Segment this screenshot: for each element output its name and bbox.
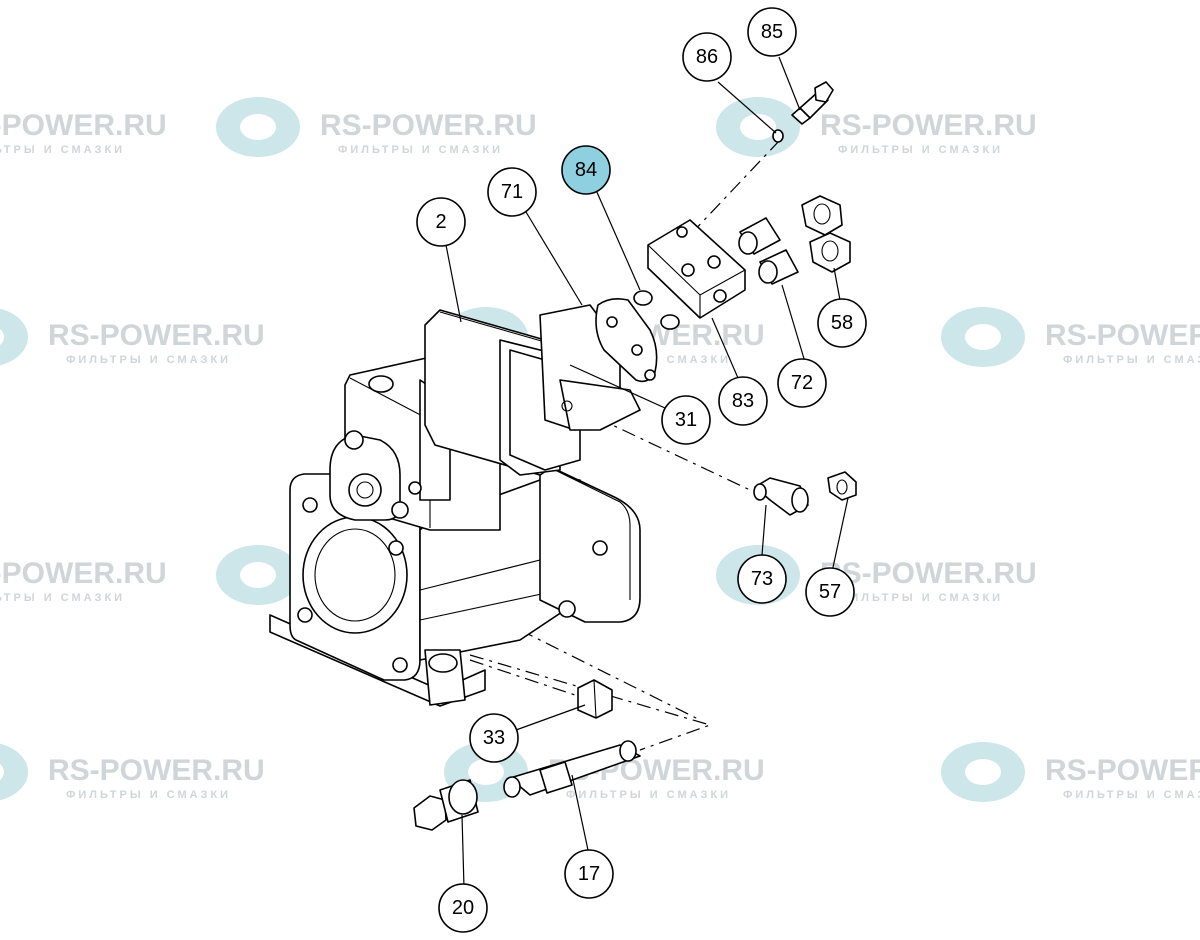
shaft-17-icon	[503, 740, 641, 798]
callout-label: 85	[761, 21, 783, 43]
callout-17[interactable]: 17	[564, 849, 614, 899]
pump-housing	[269, 298, 658, 707]
watermark-title: RS-POWER.RU	[48, 319, 265, 352]
watermark-title: RS-POWER.RU	[820, 557, 1037, 590]
callout-86[interactable]: 86	[682, 32, 732, 82]
o-ring-84-icon	[633, 290, 653, 306]
watermark-title: RS-POWER.RU	[320, 109, 537, 142]
watermark: RS-POWER.RU ФИЛЬТРЫ И СМАЗКИ	[716, 97, 1037, 157]
watermark-subtitle: ФИЛЬТРЫ И СМАЗКИ	[1063, 354, 1200, 366]
watermark: RS-POWER.RU ФИЛЬТРЫ И СМАЗКИ	[941, 742, 1200, 802]
watermark: RS-POWER.RU ФИЛЬТРЫ И СМАЗКИ	[0, 557, 167, 604]
callout-label: 17	[578, 863, 600, 885]
callout-label: 57	[819, 581, 841, 603]
watermark-logo-icon	[0, 743, 28, 801]
callout-label: 71	[501, 181, 523, 203]
small-parts	[413, 81, 857, 831]
watermark-subtitle: ФИЛЬТРЫ И СМАЗКИ	[66, 789, 231, 801]
watermark-subtitle: ФИЛЬТРЫ И СМАЗКИ	[838, 144, 1003, 156]
watermark-title: RS-POWER.RU	[1045, 754, 1200, 787]
watermark: RS-POWER.RU ФИЛЬТРЫ И СМАЗКИ	[0, 308, 265, 366]
callouts: 85 86 84 71 2 58 72 83	[416, 7, 867, 933]
watermark-subtitle: ФИЛЬТРЫ И СМАЗКИ	[1063, 789, 1200, 801]
callout-label: 20	[452, 897, 474, 919]
callout-2[interactable]: 2	[416, 197, 466, 247]
watermark-subtitle: ФИЛЬТРЫ И СМАЗКИ	[0, 592, 125, 604]
watermark-subtitle: ФИЛЬТРЫ И СМАЗКИ	[338, 144, 503, 156]
callout-label: 58	[831, 312, 853, 334]
bolt-85-icon	[791, 81, 834, 125]
watermark-title: RS-POWER.RU	[820, 109, 1037, 142]
callout-71[interactable]: 71	[487, 167, 537, 217]
callout-label: 83	[732, 390, 754, 412]
watermark-title: RS-POWER.RU	[48, 754, 265, 787]
callout-33[interactable]: 33	[469, 713, 519, 763]
watermark-logo-icon	[0, 308, 28, 366]
watermark: RS-POWER.RU ФИЛЬТРЫ И СМАЗКИ	[216, 97, 537, 157]
watermark-title: RS-POWER.RU	[0, 109, 167, 142]
watermark-subtitle: ФИЛЬТРЫ И СМАЗКИ	[566, 789, 731, 801]
leader-lines	[445, 56, 849, 889]
callout-label: 86	[696, 46, 718, 68]
watermark: RS-POWER.RU ФИЛЬТРЫ И СМАЗКИ	[941, 307, 1200, 367]
watermark-subtitle: ФИЛЬТРЫ И СМАЗКИ	[66, 354, 231, 366]
watermark-subtitle: ФИЛЬТРЫ И СМАЗКИ	[0, 144, 125, 156]
nut-57-icon	[827, 471, 857, 501]
callout-85[interactable]: 85	[747, 7, 797, 57]
watermark-logo-icon	[216, 545, 300, 605]
watermark-logo-icon	[941, 307, 1025, 367]
callout-31[interactable]: 31	[661, 395, 711, 445]
callout-20[interactable]: 20	[438, 883, 488, 933]
hex-nut-33-icon	[577, 679, 613, 719]
callout-58[interactable]: 58	[817, 298, 867, 348]
watermark-subtitle: ФИЛЬТРЫ И СМАЗКИ	[838, 592, 1003, 604]
watermark: RS-POWER.RU ФИЛЬТРЫ И СМАЗКИ	[0, 109, 167, 156]
callout-label: 84	[575, 159, 597, 181]
callout-label: 33	[483, 727, 505, 749]
nut-58-icon	[801, 195, 851, 273]
watermark-logo-icon	[941, 742, 1025, 802]
callout-72[interactable]: 72	[777, 358, 827, 408]
watermark-logo-icon	[716, 97, 800, 157]
watermark-title: RS-POWER.RU	[0, 557, 167, 590]
callout-label: 72	[791, 372, 813, 394]
callout-label: 73	[751, 568, 773, 590]
callout-73[interactable]: 73	[737, 554, 787, 604]
watermark-logo-icon	[216, 97, 300, 157]
callout-57[interactable]: 57	[805, 567, 855, 617]
elbow-fitting-73-icon	[753, 477, 809, 516]
manifold-block-83-icon	[647, 219, 746, 319]
callout-label: 31	[675, 409, 697, 431]
watermark: RS-POWER.RU ФИЛЬТРЫ И СМАЗКИ	[0, 743, 265, 801]
fitting-72-icon	[738, 217, 799, 285]
plug-20-icon	[413, 779, 479, 831]
o-ring-icon	[660, 314, 680, 330]
callout-label: 2	[435, 211, 446, 233]
callout-83[interactable]: 83	[718, 376, 768, 426]
watermark-title: RS-POWER.RU	[1045, 319, 1200, 352]
callout-84[interactable]: 84	[561, 145, 611, 195]
